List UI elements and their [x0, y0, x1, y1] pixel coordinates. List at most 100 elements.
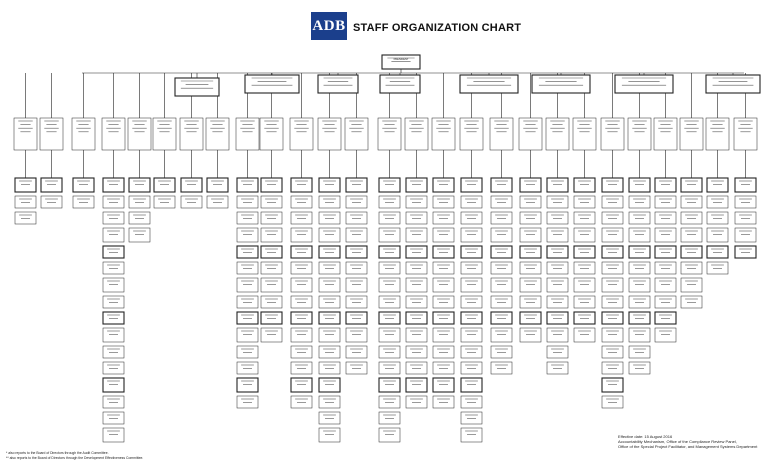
division-box — [378, 345, 401, 359]
division-box — [206, 177, 229, 193]
division-box — [432, 295, 455, 309]
division-box — [432, 277, 455, 293]
division-box — [680, 261, 703, 275]
division-box — [628, 295, 651, 309]
division-box — [546, 345, 569, 359]
division-box — [460, 295, 483, 309]
division-box — [260, 311, 283, 325]
division-box — [102, 361, 125, 375]
vice-president-box — [531, 74, 591, 94]
vice-president-box — [379, 74, 421, 94]
division-box — [290, 277, 313, 293]
division-box — [460, 345, 483, 359]
division-box — [236, 277, 259, 293]
effective-date: Effective date: 15 August 2016 — [618, 434, 673, 439]
division-box — [72, 195, 95, 209]
division-box — [680, 277, 703, 293]
division-box — [290, 261, 313, 275]
division-box — [405, 245, 428, 259]
division-box — [290, 377, 313, 393]
division-box — [128, 211, 151, 225]
division-box — [102, 377, 125, 393]
effective-note-line-2: Accountability Mechanism, Office of the … — [618, 439, 737, 444]
division-box — [573, 195, 596, 209]
department-box — [377, 117, 402, 151]
division-box — [546, 311, 569, 325]
division-box — [102, 277, 125, 293]
division-box — [405, 311, 428, 325]
division-box — [519, 177, 542, 193]
division-box — [432, 211, 455, 225]
division-box — [654, 261, 677, 275]
division-box — [318, 295, 341, 309]
division-box — [573, 327, 596, 343]
division-box — [432, 177, 455, 193]
division-box — [260, 227, 283, 243]
division-box — [490, 327, 513, 343]
department-box — [259, 117, 284, 151]
department-box — [545, 117, 570, 151]
vice-president-box — [244, 74, 300, 94]
division-box — [153, 195, 176, 209]
division-box — [628, 245, 651, 259]
division-box — [680, 211, 703, 225]
division-box — [128, 195, 151, 209]
division-box — [601, 327, 624, 343]
division-box — [378, 277, 401, 293]
division-box — [432, 377, 455, 393]
division-box — [345, 211, 368, 225]
division-box — [519, 261, 542, 275]
division-box — [260, 245, 283, 259]
division-box — [290, 361, 313, 375]
division-box — [519, 245, 542, 259]
division-box — [260, 261, 283, 275]
vice-president-box — [317, 74, 359, 94]
vice-president-box — [614, 74, 674, 94]
division-box — [102, 311, 125, 325]
division-box — [432, 311, 455, 325]
division-box — [654, 327, 677, 343]
department-box — [572, 117, 597, 151]
division-box — [519, 311, 542, 325]
division-box — [236, 211, 259, 225]
division-box — [236, 345, 259, 359]
division-box — [680, 295, 703, 309]
division-box — [628, 177, 651, 193]
division-box — [601, 361, 624, 375]
division-box — [345, 177, 368, 193]
division-box — [345, 261, 368, 275]
department-box — [627, 117, 652, 151]
division-box — [519, 211, 542, 225]
division-box — [628, 261, 651, 275]
division-box — [654, 195, 677, 209]
department-box — [431, 117, 456, 151]
division-box — [734, 227, 757, 243]
division-box — [601, 395, 624, 409]
division-box — [490, 245, 513, 259]
department-box — [344, 117, 369, 151]
division-box — [290, 177, 313, 193]
department-box — [653, 117, 678, 151]
department-box — [518, 117, 543, 151]
department-box — [705, 117, 730, 151]
division-box — [378, 361, 401, 375]
division-box — [628, 345, 651, 359]
division-box — [460, 327, 483, 343]
division-box — [601, 195, 624, 209]
division-box — [490, 311, 513, 325]
division-box — [490, 295, 513, 309]
division-box — [460, 177, 483, 193]
division-box — [236, 227, 259, 243]
division-box — [14, 177, 37, 193]
department-box — [127, 117, 152, 151]
division-box — [490, 195, 513, 209]
division-box — [601, 245, 624, 259]
division-box — [102, 411, 125, 425]
division-box — [290, 195, 313, 209]
division-box — [546, 327, 569, 343]
department-box — [71, 117, 96, 151]
division-box — [102, 177, 125, 193]
division-box — [72, 177, 95, 193]
division-box — [601, 295, 624, 309]
division-box — [460, 227, 483, 243]
